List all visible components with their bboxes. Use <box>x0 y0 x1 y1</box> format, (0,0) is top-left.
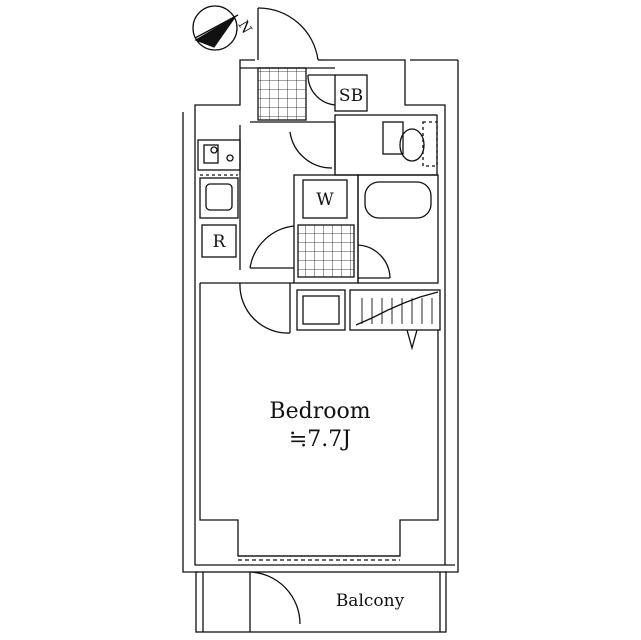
balcony-name: Balcony <box>336 591 405 611</box>
refrigerator-label: R <box>213 232 227 252</box>
kitchen <box>197 125 241 270</box>
storage-box-label: SB <box>339 86 363 106</box>
refrigerator-space <box>201 224 237 258</box>
balcony <box>195 571 447 633</box>
entrance-door <box>257 7 325 61</box>
bedroom <box>199 282 439 561</box>
entry-tile-area <box>257 67 307 121</box>
outer-walls <box>182 59 459 573</box>
bedroom-name: Bedroom <box>269 399 370 424</box>
washer-label: W <box>316 190 334 210</box>
compass-north-label: N <box>235 18 255 37</box>
washroom <box>249 174 391 284</box>
closet <box>296 289 441 351</box>
toilet-room <box>289 114 438 176</box>
compass-icon <box>192 5 239 51</box>
bedroom-area: ≒7.7J <box>289 427 351 452</box>
bathtub <box>357 174 439 284</box>
storage-box <box>334 74 368 112</box>
